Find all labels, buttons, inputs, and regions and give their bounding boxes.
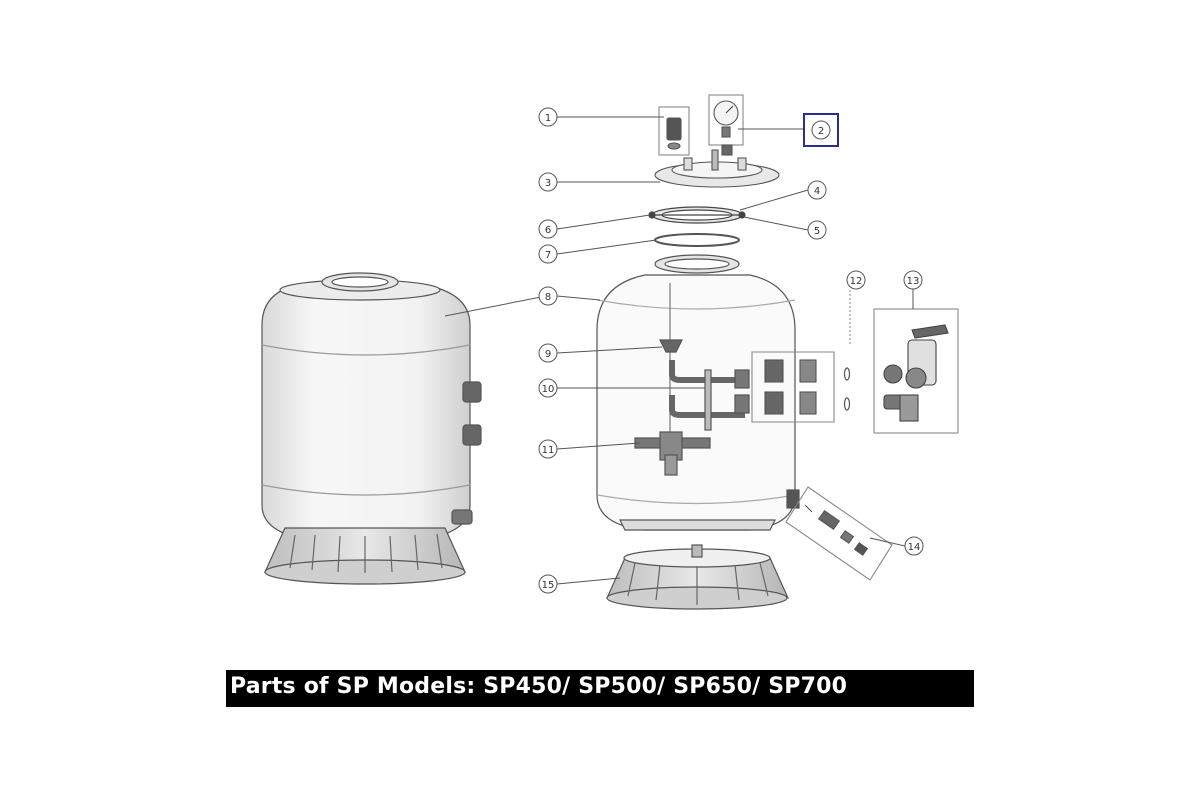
top-cover-assembly xyxy=(654,94,780,188)
multiport-valve xyxy=(873,308,959,434)
callout-label: 9 xyxy=(545,349,551,360)
callout-11: 11 xyxy=(538,439,558,459)
tank-base xyxy=(606,544,789,610)
callout-label: 5 xyxy=(814,226,820,237)
assembled-filter-tank xyxy=(261,272,482,585)
callout-14: 14 xyxy=(904,536,924,556)
callout-4: 4 xyxy=(807,180,827,200)
callout-1: 1 xyxy=(538,107,558,127)
callout-13: 13 xyxy=(903,270,923,290)
callout-label: 7 xyxy=(545,250,551,261)
leader-lines xyxy=(444,116,914,585)
caption-title: Parts of SP Models: SP450/ SP500/ SP650/… xyxy=(230,674,848,699)
callout-label: 15 xyxy=(542,580,555,591)
union-fittings xyxy=(751,351,835,423)
callout-label: 11 xyxy=(542,445,555,456)
callout-6: 6 xyxy=(538,219,558,239)
callout-12: 12 xyxy=(846,270,866,290)
callout-5: 5 xyxy=(807,220,827,240)
callout-9: 9 xyxy=(538,343,558,363)
callout-8: 8 xyxy=(538,286,558,306)
callout-label: 13 xyxy=(907,276,920,287)
callout-7: 7 xyxy=(538,244,558,264)
callout-label: 14 xyxy=(908,542,921,553)
callout-2: 2 xyxy=(803,113,839,147)
clamp-ring-assembly xyxy=(648,206,746,247)
callout-label: 4 xyxy=(814,186,820,197)
callout-label: 6 xyxy=(545,225,551,236)
callout-label: 1 xyxy=(545,113,551,124)
callout-label: 12 xyxy=(850,276,863,287)
callout-label: 8 xyxy=(545,292,551,303)
callout-10: 10 xyxy=(538,378,558,398)
exploded-filter-tank xyxy=(596,254,800,531)
callout-15: 15 xyxy=(538,574,558,594)
callout-label: 10 xyxy=(542,384,555,395)
caption-bar: Parts of SP Models: SP450/ SP500/ SP650/… xyxy=(226,670,974,707)
drain-kit xyxy=(785,486,893,581)
callout-label: 3 xyxy=(545,178,551,189)
o-rings xyxy=(843,290,851,411)
callout-label: 2 xyxy=(818,126,824,137)
callout-3: 3 xyxy=(538,172,558,192)
